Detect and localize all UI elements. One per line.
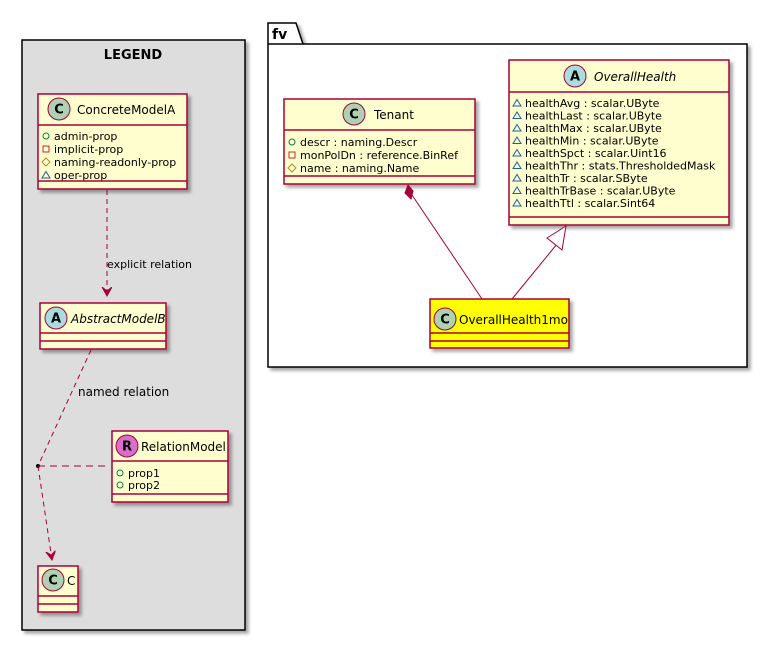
attribute: oper-prop [54,169,107,182]
public-visibility-icon [42,132,50,140]
attribute: healthTtl : scalar.Sint64 [525,197,655,210]
inheritance-triangle [546,224,567,251]
stereotype-letter: C [48,574,58,589]
class-name: OverallHealth1mo [459,313,568,327]
attribute: healthTr : scalar.SByte [525,172,648,185]
package-visibility-icon [512,136,522,144]
named-relation-arrow: named relation [36,349,169,560]
attribute: naming-readonly-prop [54,156,176,169]
class-name: Tenant [373,108,414,122]
public-visibility-icon [116,481,124,489]
explicit-relation-label: explicit relation [107,258,192,271]
attribute: name : naming.Name [300,162,420,175]
package-visibility-icon [512,173,522,182]
legend-title: LEGEND [104,48,163,63]
package-visibility-icon [512,148,522,157]
package-visibility-icon [512,198,522,207]
attribute: healthLast : scalar.UByte [525,110,662,123]
attribute: admin-prop [54,130,117,143]
package-visibility-icon [512,186,522,194]
package-visibility-icon [512,111,522,119]
public-visibility-icon [116,469,124,477]
explicit-relation-arrow: explicit relation [107,190,192,296]
public-visibility-icon [288,138,296,146]
attribute: monPolDn : reference.BinRef [300,149,459,162]
generalization-overallhealth1mo-overallhealth [511,224,567,300]
private-visibility-icon [288,151,296,159]
attribute: prop2 [128,479,160,492]
class-overall-health[interactable]: A OverallHealth healthAvg : scalar.UByte… [508,59,730,226]
attribute: implicit-prop [54,143,123,156]
class-abstract-model-b[interactable]: A AbstractModelB [39,302,167,350]
class-name: C [67,574,75,588]
protected-visibility-icon [287,163,297,173]
class-concrete-model-a[interactable]: C ConcreteModelA admin-propimplicit-prop… [37,93,188,190]
stereotype-letter: R [122,440,132,455]
attribute-list: admin-propimplicit-propnaming-readonly-p… [41,130,176,182]
class-stereotype-icon [433,307,457,331]
protected-visibility-icon [41,157,51,167]
class-stereotype-icon [47,97,71,121]
stereotype-letter: A [570,70,580,85]
named-relation-label: named relation [78,385,169,399]
abstract-stereotype-icon [563,64,587,88]
composition-diamond [404,184,414,200]
class-name: RelationModel [141,440,226,454]
package-visibility-icon [512,98,522,107]
package-visibility-icon [41,170,51,179]
attribute: healthMin : scalar.UByte [525,135,659,148]
package-visibility-icon [512,123,522,132]
attribute: healthThr : stats.ThresholdedMask [525,160,716,173]
stereotype-letter: A [51,312,61,327]
composition-tenant-overallhealth1mo [404,184,483,300]
private-visibility-icon [42,145,50,153]
class-c[interactable]: C C [37,565,79,613]
attribute: prop1 [128,467,160,480]
attribute: descr : naming.Descr [300,136,418,149]
stereotype-letter: C [440,313,450,328]
stereotype-letter: C [349,108,359,123]
class-stereotype-icon [41,568,65,592]
package-visibility-icon [512,161,522,169]
attribute: healthMax : scalar.UByte [525,122,662,135]
attribute: healthSpct : scalar.Uint16 [525,147,667,160]
abstract-stereotype-icon [44,306,68,330]
class-name: ConcreteModelA [77,103,176,117]
attribute: healthTrBase : scalar.UByte [525,185,676,198]
class-name: AbstractModelB [70,312,166,326]
class-stereotype-icon [342,102,366,126]
package-name: fv [272,27,287,43]
class-name: OverallHealth [594,70,676,84]
stereotype-letter: C [54,103,64,118]
class-overall-health-1mo[interactable]: C OverallHealth1mo [429,298,570,349]
relation-stereotype-icon [115,434,139,458]
attribute: healthAvg : scalar.UByte [525,97,660,110]
